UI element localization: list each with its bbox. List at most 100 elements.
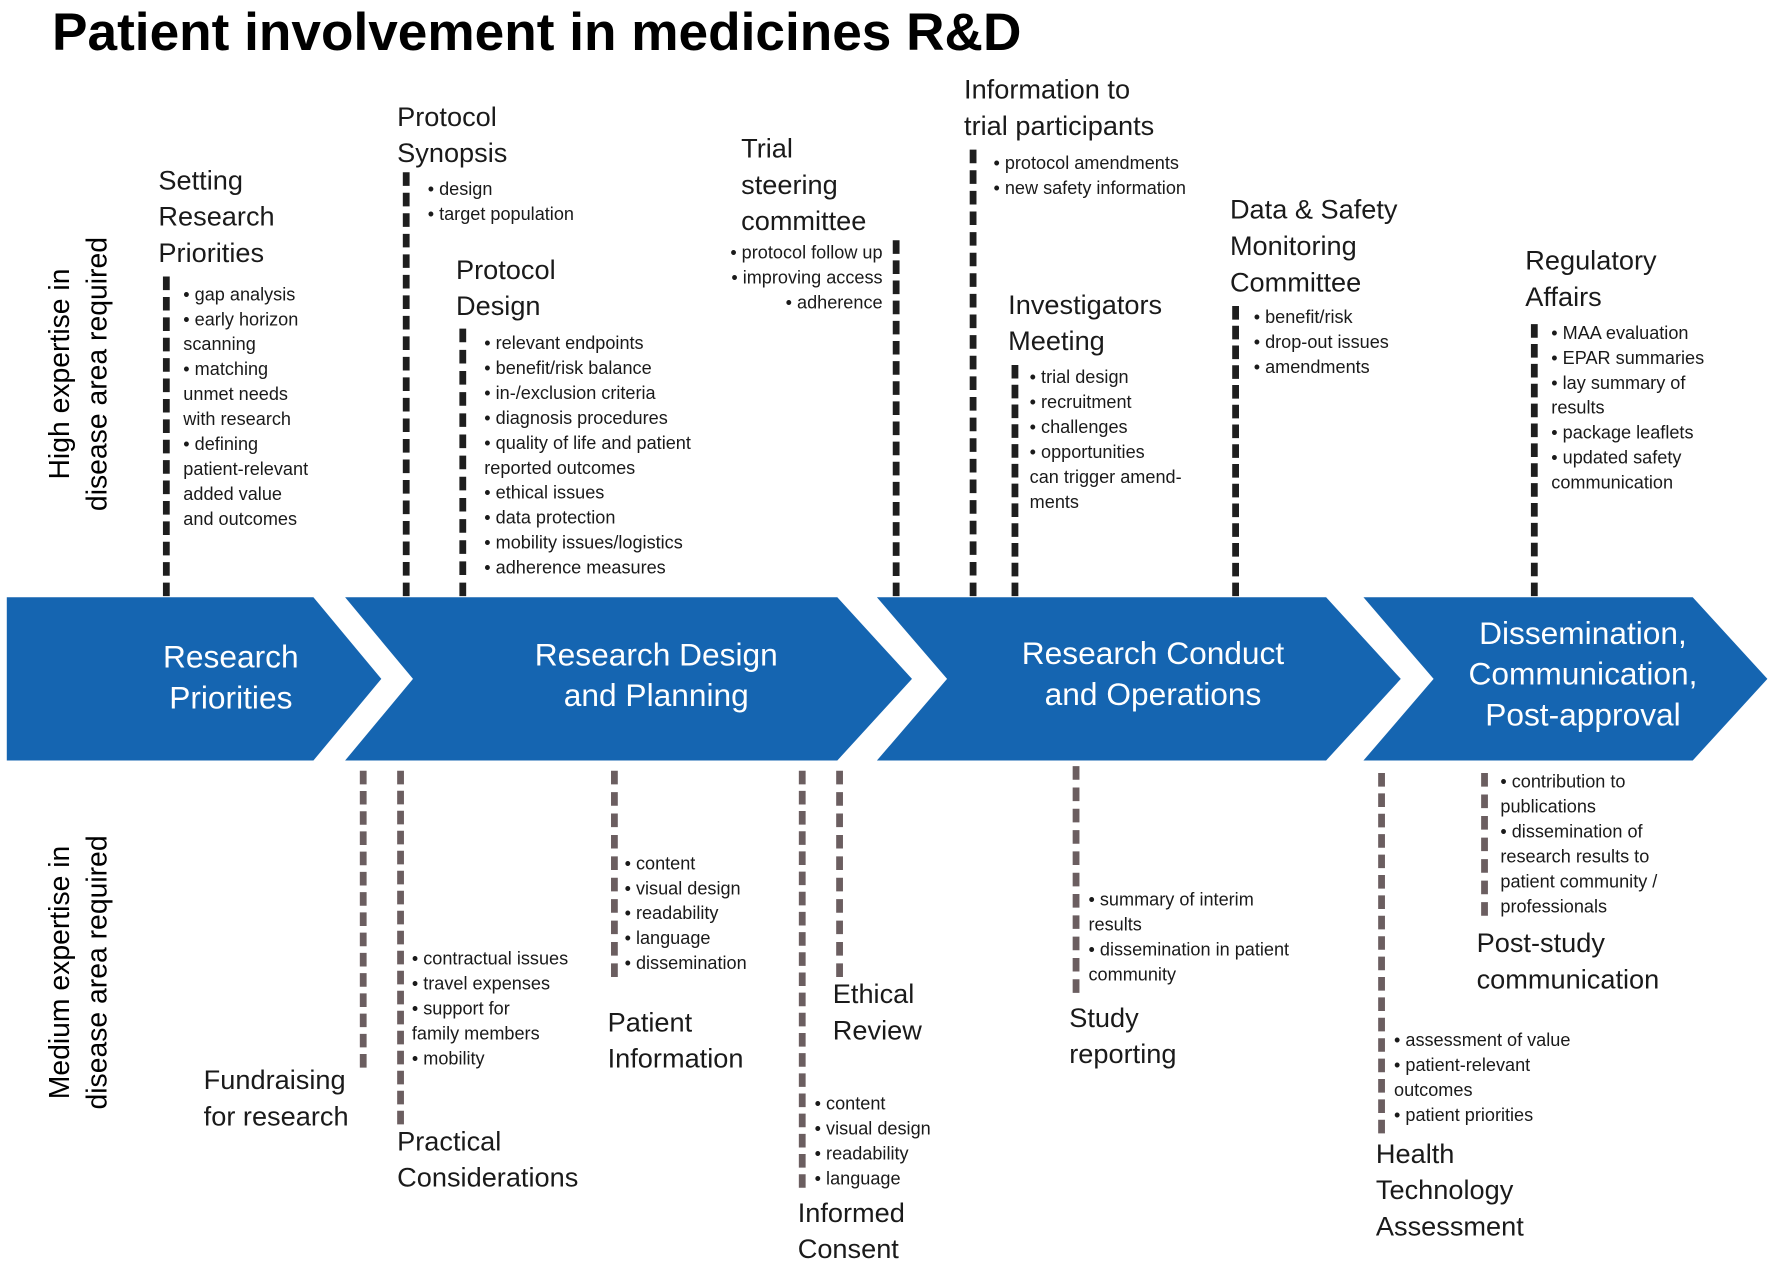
bullet-line: • improving access xyxy=(731,268,883,288)
patient-information-title: Patient Information xyxy=(608,1005,744,1078)
bullet-line: • dissemination xyxy=(624,954,747,974)
diagram-title: Patient involvement in medicines R&D xyxy=(52,1,1022,62)
title-line: Fundraising xyxy=(203,1065,346,1096)
stage-conduct-operations: Research Conduct and Operations xyxy=(1022,634,1284,716)
stage-label-line: and Planning xyxy=(563,677,749,713)
title-line: Data & Safety xyxy=(1229,194,1398,226)
title-line: Information to xyxy=(964,74,1131,106)
title-line: Informed xyxy=(797,1198,905,1229)
title-line: Investigators xyxy=(1008,290,1163,321)
bullet-line: patient community / xyxy=(1500,872,1658,892)
title-line: Ethical xyxy=(832,979,915,1010)
bullet-line: • amendments xyxy=(1253,358,1370,378)
bullet-line: • patient priorities xyxy=(1394,1106,1534,1126)
title-line: Affairs xyxy=(1525,282,1602,313)
bullet-line: • gap analysis xyxy=(183,285,296,305)
bullet-line: • contractual issues xyxy=(411,949,569,970)
stage-label-line: Dissemination, xyxy=(1479,615,1687,651)
title-line: steering xyxy=(741,170,838,201)
stage-arrow-dissemination xyxy=(1363,597,1768,761)
stage-dissemination: Dissemination, Communication, Post-appro… xyxy=(1469,613,1698,735)
stage-label-line: Research Conduct xyxy=(1021,635,1285,671)
trial-steering-committee-title: Trial steering committee xyxy=(741,131,866,240)
title-line: Patient xyxy=(607,1007,693,1039)
bullet-line: • adherence measures xyxy=(484,558,666,579)
bullet-line: • benefit/risk balance xyxy=(484,359,652,379)
bullet-line: • visual design xyxy=(814,1119,931,1140)
stage-label-line: Research xyxy=(163,639,299,675)
bullet-line: • early horizon xyxy=(183,310,299,330)
connector-protocol-synopsis xyxy=(402,172,410,597)
stage-label-line: Communication, xyxy=(1468,656,1698,692)
bullet-line: • mobility issues/logistics xyxy=(484,533,683,554)
stage-research-priorities: Research Priorities xyxy=(163,637,299,719)
stage-arrow-research-priorities xyxy=(6,597,382,761)
connector-protocol-design xyxy=(459,328,467,597)
title-line: Considerations xyxy=(397,1162,579,1194)
bullet-line: research results to xyxy=(1500,847,1650,868)
title-line: Protocol xyxy=(397,102,497,133)
bullet-line: • support for xyxy=(411,999,510,1019)
bullet-line: • recruitment xyxy=(1029,393,1132,413)
title-line: Consent xyxy=(797,1234,899,1265)
patient-information-bullets: • content • visual design • readability … xyxy=(625,852,747,977)
bullet-line: • EPAR summaries xyxy=(1551,349,1705,369)
bullet-line: • mobility xyxy=(411,1049,485,1069)
title-line: Trial xyxy=(741,133,793,165)
ethical-review-title: Ethical Review xyxy=(833,977,922,1050)
bullet-line: • challenges xyxy=(1029,418,1128,438)
bullet-line: • protocol amendments xyxy=(993,154,1179,174)
stage-label-line: and Operations xyxy=(1044,676,1262,712)
bullet-line: • matching xyxy=(183,360,269,380)
stage-arrow-conduct-operations xyxy=(876,597,1401,761)
title-line: Assessment xyxy=(1375,1211,1524,1243)
informed-consent-title: Informed Consent xyxy=(798,1196,905,1268)
connector-post-study xyxy=(1481,772,1488,916)
hta-bullets: • assessment of value • patient-relevant… xyxy=(1394,1029,1570,1129)
connector-patient-information xyxy=(611,770,618,977)
bullet-line: • trial design xyxy=(1029,368,1129,388)
bullet-line: community xyxy=(1088,965,1177,985)
post-study-bullets: • contribution to publications • dissemi… xyxy=(1500,771,1657,921)
connector-study-reporting xyxy=(1072,766,1080,993)
bullet-line: • lay summary of xyxy=(1551,374,1686,394)
bullet-line: • patient-relevant xyxy=(1394,1056,1531,1076)
title-line: reporting xyxy=(1069,1039,1177,1070)
hta-title: Health Technology Assessment xyxy=(1376,1137,1524,1246)
connector-setting-priorities xyxy=(162,276,170,597)
title-line: Review xyxy=(832,1015,922,1047)
bullet-line: outcomes xyxy=(1394,1081,1473,1101)
title-line: Synopsis xyxy=(397,138,508,169)
bullet-line: results xyxy=(1088,915,1142,936)
setting-research-priorities-title: Setting Research Priorities xyxy=(158,163,274,272)
protocol-synopsis-bullets: • design • target population xyxy=(428,178,574,228)
bullet-line: reported outcomes xyxy=(484,459,636,479)
bullet-line: with research xyxy=(183,410,291,430)
bullet-line: professionals xyxy=(1500,897,1608,917)
title-line: for research xyxy=(203,1101,349,1133)
bullet-line: added value xyxy=(183,485,282,505)
title-line: trial participants xyxy=(964,111,1155,142)
post-study-title: Post-study communication xyxy=(1477,926,1660,999)
bullet-line: • dissemination in patient xyxy=(1088,940,1290,960)
investigators-meeting-title: Investigators Meeting xyxy=(1008,288,1162,361)
title-line: Practical xyxy=(397,1126,502,1158)
bullet-line: • target population xyxy=(427,205,574,225)
bullet-line: • contribution to xyxy=(1500,772,1626,793)
bullet-line: • readability xyxy=(624,904,719,924)
title-line: Technology xyxy=(1375,1175,1514,1206)
stage-label-line: Research Design xyxy=(534,636,778,673)
bullet-line: ments xyxy=(1029,493,1079,513)
connector-ethical-review xyxy=(836,770,843,977)
connector-dsmc xyxy=(1232,306,1239,597)
study-reporting-title: Study reporting xyxy=(1069,1001,1176,1074)
bullet-line: • dissemination of xyxy=(1500,822,1643,843)
setting-research-priorities-bullets: • gap analysis • early horizon scanning … xyxy=(183,283,308,532)
bullet-line: • updated safety xyxy=(1551,448,1682,469)
title-line: Setting xyxy=(158,165,243,197)
bullet-line: publications xyxy=(1500,797,1596,818)
dsmc-bullets: • benefit/risk • drop-out issues • amend… xyxy=(1254,306,1389,381)
bullet-line: and outcomes xyxy=(183,510,298,530)
bullet-line: • protocol follow up xyxy=(730,243,883,263)
